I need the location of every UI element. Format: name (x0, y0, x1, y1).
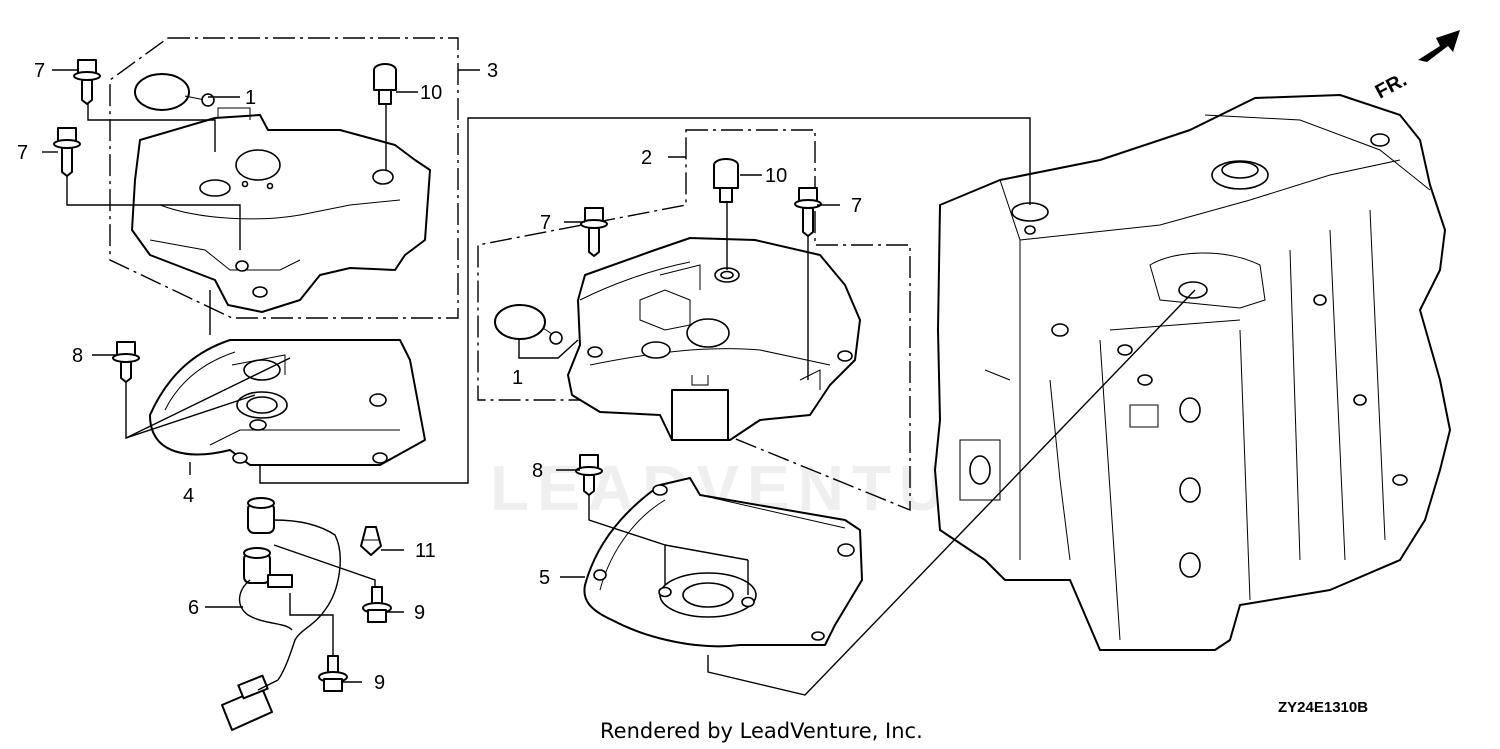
engine-block (934, 94, 1451, 651)
callout-10-upper: 10 (420, 82, 442, 104)
callout-10-lower: 10 (765, 165, 787, 187)
timing-plate-5 (583, 477, 863, 648)
collar-bolt-10-lower (713, 158, 739, 203)
callout-7-a: 7 (34, 60, 45, 82)
cap-1-lower (494, 304, 563, 345)
front-direction-arrow: FR. (1372, 30, 1460, 103)
bolt-7-center-a (580, 207, 608, 257)
callout-7-b: 7 (17, 142, 28, 164)
callout-7-d: 7 (851, 195, 862, 217)
bolt-9-a (362, 586, 392, 623)
timing-belt-cover-upper (131, 107, 431, 313)
callout-5: 5 (539, 567, 550, 589)
bolt-8-center (575, 454, 603, 496)
pulser-coil-harness-6 (221, 497, 341, 731)
collar-bolt-10-upper (373, 63, 397, 105)
callout-9-a: 9 (414, 602, 425, 624)
timing-plate-4 (149, 339, 426, 466)
bolt-8-left (112, 341, 140, 383)
callout-3: 3 (487, 60, 498, 82)
assembly-box-3 (109, 37, 459, 319)
callout-7-c: 7 (540, 212, 551, 234)
timing-belt-cover-lower (567, 237, 861, 441)
callout-11: 11 (415, 540, 436, 562)
callout-4: 4 (183, 485, 194, 507)
callout-8-left: 8 (72, 345, 83, 367)
bolt-9-b (318, 655, 348, 692)
callout-6: 6 (188, 597, 199, 619)
callout-1-upper: 1 (245, 87, 256, 109)
callout-2: 2 (641, 147, 652, 169)
bolt-7-center-b (794, 187, 822, 237)
callout-1-lower: 1 (512, 367, 523, 389)
bolt-7-upper-a (73, 59, 101, 105)
clip-11 (360, 526, 382, 556)
front-direction-label: FR. (1372, 69, 1411, 104)
diagram-code: ZY24E1310B (1278, 699, 1368, 716)
callout-8-center: 8 (532, 460, 543, 482)
cap-1-upper (134, 73, 215, 111)
callout-9-b: 9 (374, 672, 385, 694)
bolt-7-upper-b (53, 127, 81, 177)
callout-labels: 1 1 2 3 4 5 6 7 7 7 7 8 8 9 9 10 10 11 (17, 60, 862, 694)
footer-credit: Rendered by LeadVenture, Inc. (600, 719, 923, 743)
leader-lines (42, 69, 1196, 696)
